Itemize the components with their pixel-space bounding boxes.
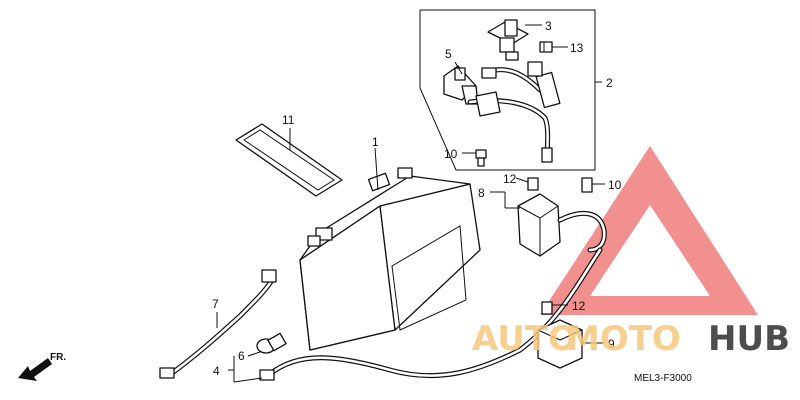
assembly-group-outline <box>419 9 596 171</box>
part-1-battery <box>299 167 481 351</box>
part-3-connector <box>487 19 529 61</box>
callout-2: 2 <box>606 76 613 90</box>
direction-label: FR. <box>50 352 66 363</box>
part-11-strap <box>235 123 343 197</box>
callout-1: 1 <box>372 135 379 149</box>
drawing-code: MEL3-F3000 <box>634 373 692 384</box>
watermark-logo-icon <box>540 146 758 315</box>
callout-13: 13 <box>570 41 584 55</box>
front-direction-arrow-icon <box>18 358 52 381</box>
callout-10-upper: 10 <box>444 147 458 161</box>
part-13-fuse <box>539 41 553 53</box>
harness-relay-block <box>475 61 561 163</box>
callout-10-lower: 10 <box>608 178 622 192</box>
watermark-text: AUTO MOTO HUB <box>472 319 790 359</box>
callout-5: 5 <box>445 47 452 61</box>
part-8-relay <box>517 177 561 257</box>
callout-7: 7 <box>212 297 219 311</box>
part-7-terminal <box>159 269 277 379</box>
callout-6: 6 <box>238 349 245 363</box>
leader-lines <box>216 24 605 383</box>
callout-12-lower: 12 <box>572 299 586 313</box>
watermark-text-part3: HUB <box>708 319 790 359</box>
watermark-text-part2: MOTO <box>566 319 681 359</box>
watermark-text-part1: AUTO <box>472 319 577 359</box>
callout-12-upper: 12 <box>503 172 517 186</box>
part-4-terminal <box>259 369 275 381</box>
part-9-relay <box>537 301 583 369</box>
part-10-bolt-lower <box>581 177 593 193</box>
callout-4: 4 <box>213 364 220 378</box>
part-6-terminal-cap <box>256 332 287 354</box>
callout-8: 8 <box>478 186 485 200</box>
part-10-bolt-upper <box>475 149 487 167</box>
callout-9: 9 <box>608 337 615 351</box>
callout-3: 3 <box>545 19 552 33</box>
callout-11: 11 <box>282 113 295 127</box>
